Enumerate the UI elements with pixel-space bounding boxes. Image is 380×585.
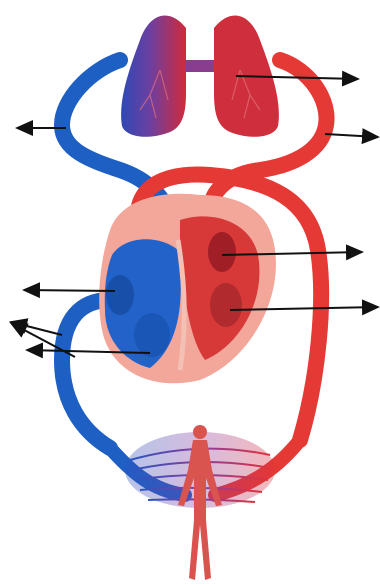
heart	[99, 194, 276, 383]
right-ventricle-chamber	[134, 313, 170, 357]
right-atrium-chamber	[106, 275, 134, 315]
right-atrium-arrow	[24, 290, 115, 291]
vena-cava-arrow	[11, 322, 62, 335]
left-lung	[121, 16, 186, 137]
left-atrium-chamber	[208, 232, 236, 272]
left-ventricle-chamber	[210, 283, 242, 327]
aorta-arch-arrow	[325, 134, 378, 137]
trachea	[186, 60, 214, 72]
figure-head	[193, 425, 207, 439]
